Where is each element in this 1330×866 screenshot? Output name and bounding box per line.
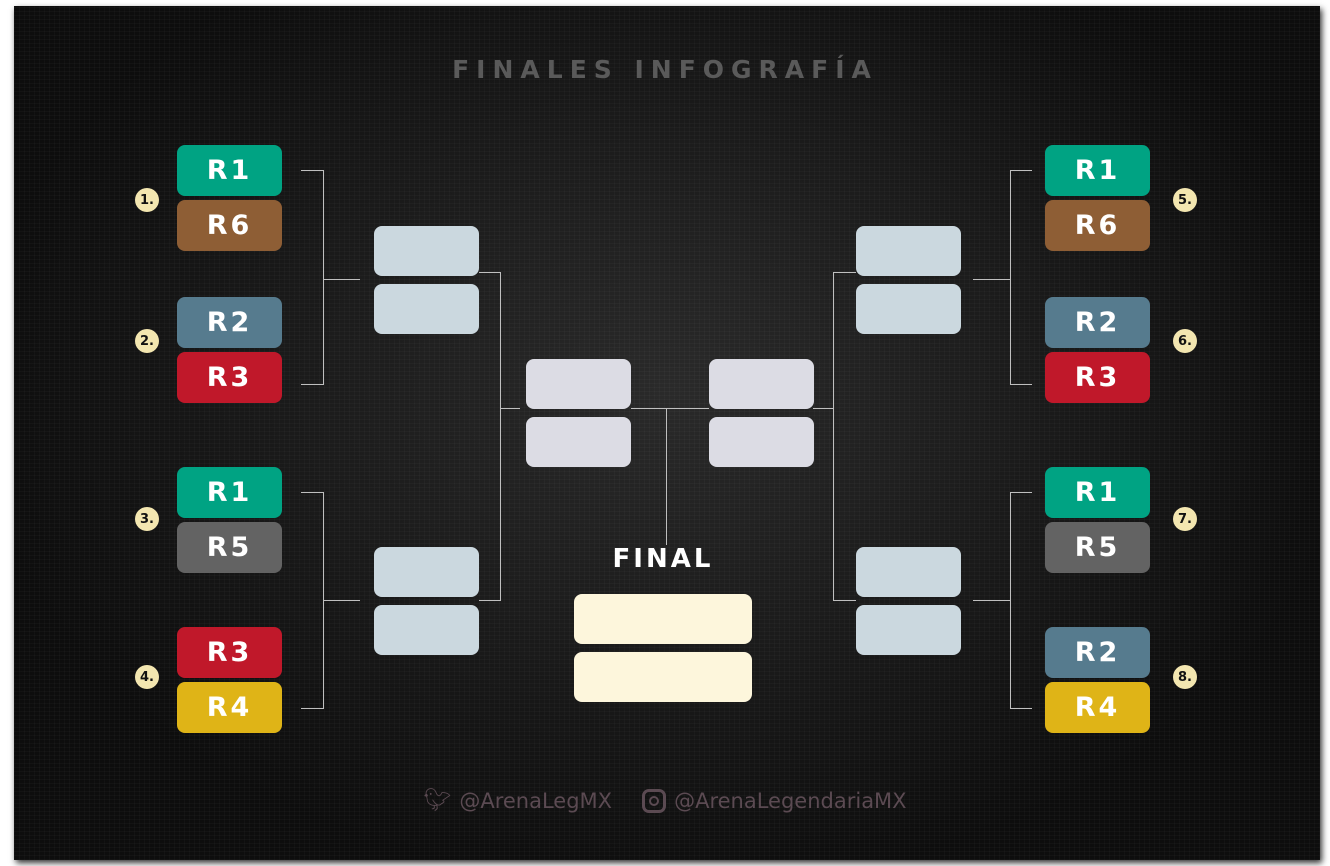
team-r1: R1: [1045, 145, 1150, 196]
team-r4: R4: [177, 682, 282, 733]
match-number-badge: 7.: [1173, 507, 1197, 531]
team-r3: R3: [177, 352, 282, 403]
match-number-badge: 8.: [1173, 665, 1197, 689]
team-r5: R5: [1045, 522, 1150, 573]
team-r3: R3: [177, 627, 282, 678]
semifinal-slot: [709, 359, 814, 409]
final-label: FINAL: [612, 544, 714, 574]
final-slot: [574, 652, 752, 702]
team-r2: R2: [177, 297, 282, 348]
instagram-handle[interactable]: @ArenaLegendariaMX: [674, 788, 907, 813]
match-number-badge: 1.: [135, 188, 159, 212]
semifinal-slot: [526, 359, 631, 409]
twitter-handle[interactable]: @ArenaLegMX: [459, 788, 613, 813]
social-footer: 🐦︎ @ArenaLegMX @ArenaLegendariaMX: [0, 788, 1330, 813]
quarterfinal-slot: [374, 284, 479, 334]
page-title: FINALES INFOGRAFÍA: [452, 55, 878, 84]
match-number-badge: 5.: [1173, 188, 1197, 212]
team-r2: R2: [1045, 627, 1150, 678]
quarterfinal-slot: [374, 226, 479, 276]
team-r6: R6: [177, 200, 282, 251]
team-r1: R1: [1045, 467, 1150, 518]
twitter-icon: 🐦︎: [423, 788, 452, 813]
team-r1: R1: [177, 467, 282, 518]
match-number-badge: 2.: [135, 329, 159, 353]
quarterfinal-slot: [856, 605, 961, 655]
team-r3: R3: [1045, 352, 1150, 403]
team-r6: R6: [1045, 200, 1150, 251]
team-r2: R2: [1045, 297, 1150, 348]
semifinal-slot: [526, 417, 631, 467]
match-number-badge: 3.: [135, 507, 159, 531]
team-r4: R4: [1045, 682, 1150, 733]
quarterfinal-slot: [856, 547, 961, 597]
match-number-badge: 6.: [1173, 329, 1197, 353]
match-number-badge: 4.: [135, 665, 159, 689]
quarterfinal-slot: [374, 605, 479, 655]
final-slot: [574, 594, 752, 644]
quarterfinal-slot: [374, 547, 479, 597]
team-r1: R1: [177, 145, 282, 196]
instagram-icon: [642, 788, 667, 813]
team-r5: R5: [177, 522, 282, 573]
quarterfinal-slot: [856, 226, 961, 276]
quarterfinal-slot: [856, 284, 961, 334]
semifinal-slot: [709, 417, 814, 467]
